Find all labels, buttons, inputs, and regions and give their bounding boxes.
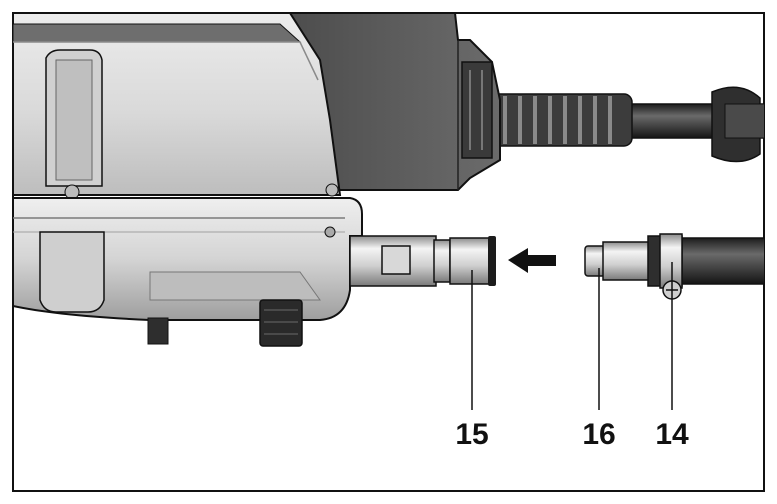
hose [647, 233, 764, 300]
foot [259, 299, 303, 347]
outlet-connector [349, 235, 496, 287]
hose-clamp [659, 233, 683, 300]
hose-coupling-plug [584, 241, 650, 281]
cable-strain-relief [491, 93, 633, 147]
screw [324, 226, 336, 238]
callout-label-15: 15 [455, 418, 488, 451]
device-lower-body [13, 197, 363, 347]
connector-seal-ring [488, 236, 496, 286]
foot [147, 317, 169, 345]
lower-handle [39, 231, 105, 313]
rear-housing-block [288, 13, 501, 191]
callout-label-14: 14 [655, 418, 689, 451]
screw [64, 184, 80, 200]
arrow-left-icon [508, 248, 556, 273]
power-cable [491, 86, 764, 163]
cable-clip [711, 86, 764, 163]
screw [325, 183, 339, 197]
callout-label-16: 16 [582, 418, 615, 451]
device-upper-body [13, 13, 342, 200]
